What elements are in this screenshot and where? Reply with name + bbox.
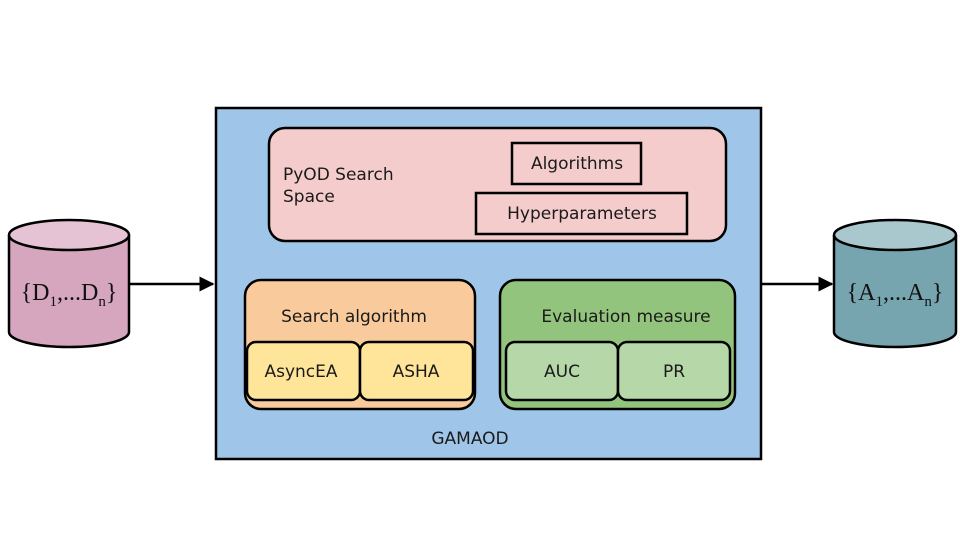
search-algorithm-panel: Search algorithm AsyncEA ASHA xyxy=(243,278,477,411)
output-cylinder-top xyxy=(832,218,958,252)
search-space-title-line1: PyOD Search xyxy=(283,165,394,185)
hyperparameters-label: Hyperparameters xyxy=(507,204,657,224)
search-space-panel: PyOD Search Space Algorithms Hyperparame… xyxy=(267,126,728,243)
input-cylinder-body xyxy=(7,235,131,349)
input-cylinder-top xyxy=(7,218,131,252)
evaluation-measure-title: Evaluation measure xyxy=(541,307,710,327)
output-cylinder-body xyxy=(832,235,958,349)
auc-label: AUC xyxy=(544,362,580,382)
algorithms-label: Algorithms xyxy=(531,154,623,174)
input-datasets-label: {D1,...Dn} xyxy=(21,280,118,310)
hyperparameters-box xyxy=(474,191,689,236)
search-algorithm-title: Search algorithm xyxy=(281,307,427,327)
asha-label: ASHA xyxy=(393,362,440,382)
evaluation-measure-panel: Evaluation measure AUC PR xyxy=(498,278,737,411)
output-results-label: {A1,...An} xyxy=(847,280,944,310)
algorithms-box xyxy=(510,141,643,186)
output-results-cylinder: {A1,...An} xyxy=(832,218,958,349)
input-datasets-cylinder: {D1,...Dn} xyxy=(7,218,131,349)
asha-box xyxy=(358,340,475,402)
search-space-title-line2: Space xyxy=(283,187,335,207)
gamaod-system: GAMAOD PyOD Search Space Algorithms Hype… xyxy=(214,106,763,461)
pr-label: PR xyxy=(663,362,685,382)
search-space-box xyxy=(267,126,728,243)
pr-box xyxy=(616,340,732,402)
gamaod-label: GAMAOD xyxy=(431,429,508,449)
asyncea-label: AsyncEA xyxy=(264,362,337,382)
